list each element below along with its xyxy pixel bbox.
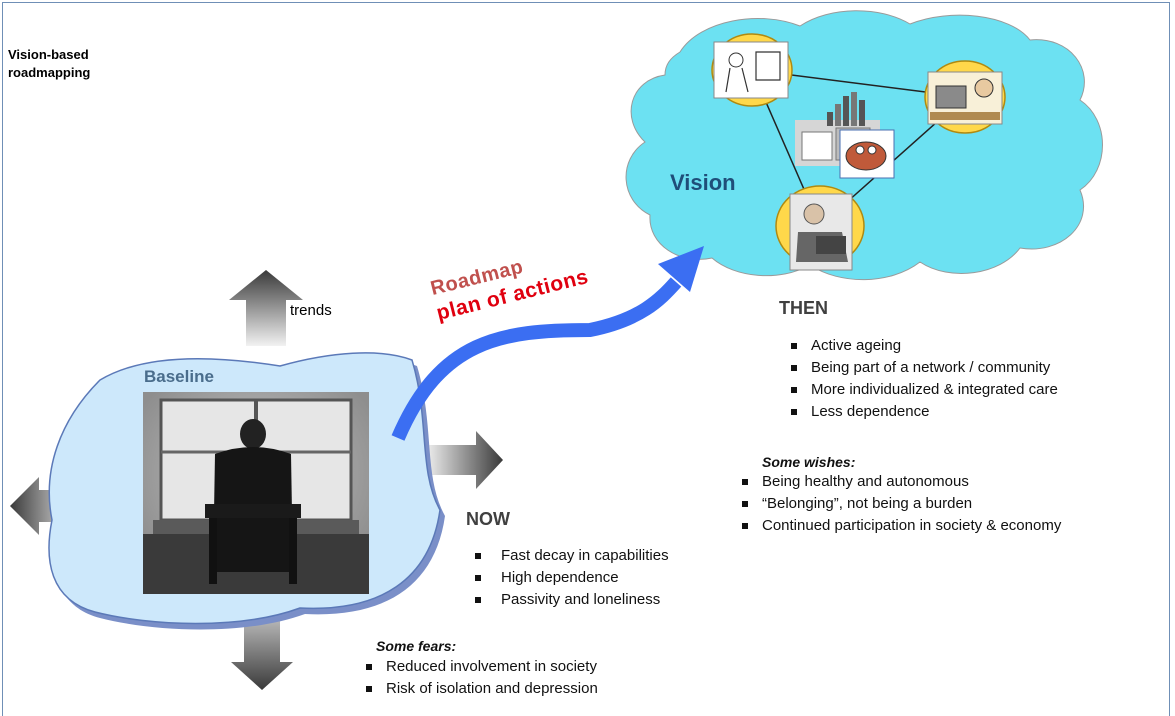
trend-right-arrow [425,431,503,489]
fears-list: Reduced involvement in society Risk of i… [364,656,598,700]
list-item: Risk of isolation and depression [364,678,598,700]
wishes-list: Being healthy and autonomous “Belonging”… [740,471,1061,537]
slide-title: Vision-based roadmapping [8,47,91,80]
wishes-heading: Some wishes: [762,454,856,470]
vision-node-doctor [711,33,793,107]
baseline-photo [143,392,369,594]
vision-bar-chart-image [827,92,865,126]
list-item: Continued participation in society & eco… [740,515,1061,537]
roadmap-arrow-head [658,246,704,292]
now-heading: NOW [466,509,510,529]
then-list: Active ageing Being part of a network / … [789,335,1058,423]
list-item: Being part of a network / community [789,357,1058,379]
roadmap-arrow [391,277,682,441]
trends-label: trends [290,302,332,319]
baseline-label: Baseline [144,367,214,386]
fears-heading: Some fears: [376,638,457,654]
list-item: Reduced involvement in society [364,656,598,678]
vision-node-elderly-laptop [775,185,865,271]
vision-node-computer-user [924,60,1006,134]
list-item: “Belonging”, not being a burden [740,493,1061,515]
now-list: Fast decay in capabilities High dependen… [465,545,669,611]
list-item: Passivity and loneliness [465,589,669,611]
then-heading: THEN [779,298,828,318]
vision-pill-image [839,129,895,179]
list-item: High dependence [465,567,669,589]
vision-label: Vision [670,170,736,195]
list-item: More individualized & integrated care [789,379,1058,401]
trend-up-arrow [229,270,303,346]
list-item: Being healthy and autonomous [740,471,1061,493]
list-item: Fast decay in capabilities [465,545,669,567]
list-item: Active ageing [789,335,1058,357]
list-item: Less dependence [789,401,1058,423]
